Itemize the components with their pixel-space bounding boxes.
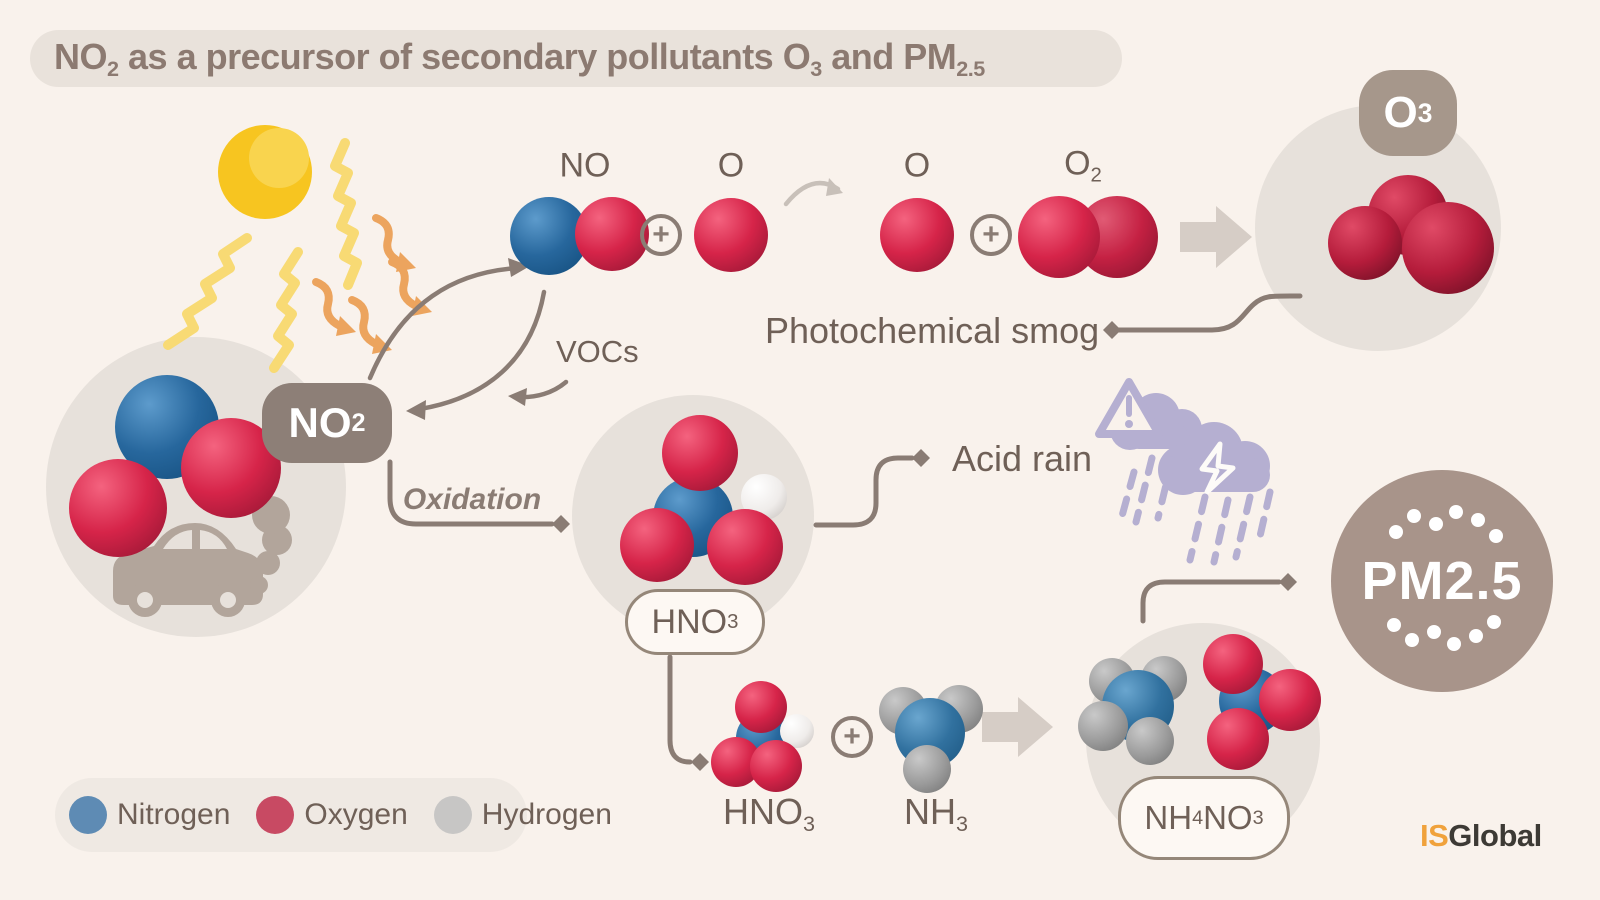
storm-cloud-icon xyxy=(1095,378,1274,566)
vocs-label: VOCs xyxy=(556,334,639,369)
o-label: O xyxy=(717,146,745,185)
smog-label: Photochemical smog xyxy=(765,310,1100,351)
hydrogen-sphere xyxy=(1126,717,1174,765)
oxygen-sphere xyxy=(1328,206,1402,280)
nh3-label: NH3 xyxy=(903,791,969,836)
oxidation-connector xyxy=(387,459,570,533)
legend-item-nitrogen: Nitrogen xyxy=(69,796,230,834)
pm25-connector xyxy=(1140,573,1297,624)
title-banner: NO2 as a precursor of secondary pollutan… xyxy=(30,30,1122,87)
hno3-small-label: HNO3 xyxy=(722,791,816,836)
oxidation-label: Oxidation xyxy=(402,483,542,516)
legend: Nitrogen Oxygen Hydrogen xyxy=(55,778,612,852)
acid-rain-label: Acid rain xyxy=(952,438,1093,479)
hydrogen-sphere xyxy=(903,745,951,793)
nitrogen-dot xyxy=(69,796,107,834)
sun-rays-icon xyxy=(163,138,362,373)
page-title: NO2 as a precursor of secondary pollutan… xyxy=(54,35,985,81)
pm25-circle: PM2.5 xyxy=(1331,470,1553,692)
hno3-down-connector xyxy=(667,654,709,771)
uv-rays-icon xyxy=(312,214,432,354)
o-transfer-arc-arrow xyxy=(783,178,843,207)
to-nh4no3-block-arrow xyxy=(982,697,1053,757)
hydrogen-sphere xyxy=(1078,701,1128,751)
plus-icon: + xyxy=(970,214,1012,256)
oxygen-sphere xyxy=(1259,669,1321,731)
oxygen-sphere xyxy=(662,415,738,491)
pm25-label: PM2.5 xyxy=(1361,551,1523,611)
legend-item-hydrogen: Hydrogen xyxy=(433,796,612,834)
o2-label: O2 xyxy=(1064,144,1102,187)
oxygen-atom xyxy=(880,198,954,272)
oxygen-sphere xyxy=(620,508,694,582)
oxygen-dot xyxy=(256,796,295,834)
acid-rain-connector xyxy=(813,449,930,528)
to-ozone-block-arrow xyxy=(1180,206,1252,268)
o-label: O xyxy=(903,146,931,185)
oxygen-sphere xyxy=(69,459,167,557)
hydrogen-dot xyxy=(433,796,472,834)
no-label: NO xyxy=(559,146,611,185)
rain-lines xyxy=(1118,454,1274,566)
oxygen-sphere xyxy=(575,197,649,271)
oxygen-sphere xyxy=(1402,202,1494,294)
oxygen-sphere xyxy=(707,509,783,585)
plus-icon: + xyxy=(640,214,682,256)
legend-label: Nitrogen xyxy=(117,798,231,831)
oxygen-sphere xyxy=(1203,634,1263,694)
oxygen-atom xyxy=(694,198,768,272)
oxygen-sphere xyxy=(735,681,787,733)
warning-triangle-icon xyxy=(1095,378,1163,438)
oxygen-sphere xyxy=(1018,196,1100,278)
plus-icon: + xyxy=(831,716,873,758)
smog-connector xyxy=(1103,293,1303,339)
legend-item-oxygen: Oxygen xyxy=(256,796,408,834)
lightning-icon xyxy=(1199,441,1236,495)
legend-label: Oxygen xyxy=(304,798,408,831)
isglobal-logo: ISGlobal xyxy=(1420,818,1542,853)
oxygen-sphere xyxy=(1207,708,1269,770)
cycle-arrowheads xyxy=(406,258,530,420)
sun-icon xyxy=(218,125,312,219)
legend-label: Hydrogen xyxy=(481,798,612,831)
oxygen-sphere xyxy=(750,740,802,792)
